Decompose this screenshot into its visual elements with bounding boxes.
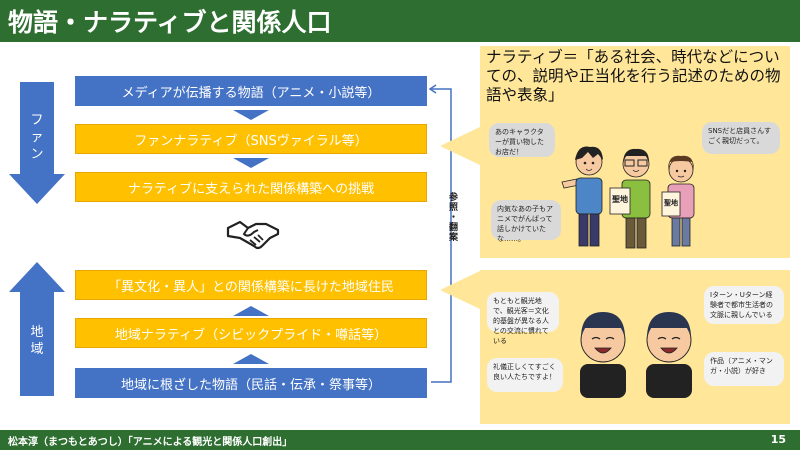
holy-land-sign-text: 聖地: [664, 198, 678, 207]
fan-arrow-head: [9, 174, 65, 204]
chevron-up-icon: [233, 354, 269, 364]
region-arrow-head: [9, 262, 65, 292]
speech-bubble: あのキャラクターが買い物したお店だ！: [489, 123, 555, 157]
flow-box-challenge: ナラティブに支えられた関係構築への挑戦: [75, 172, 427, 202]
flow-box-region-narrative: 地域ナラティブ（シビックプライド・噂話等）: [75, 318, 427, 348]
flow-box-media-story: メディアが伝播する物語（アニメ・小説等）: [75, 76, 427, 106]
callout-pointer: [440, 126, 482, 166]
fan-arrow-shaft: [20, 82, 54, 174]
flow-box-fan-narrative: ファンナラティブ（SNSヴァイラル等）: [75, 124, 427, 154]
footer-credit: 松本淳（まつもとあつし）「アニメによる観光と関係人口創出」: [8, 437, 293, 448]
local-residents-illustration: [580, 312, 692, 398]
title-bar: [0, 0, 800, 42]
callout-pointer: [440, 270, 482, 310]
chevron-down-icon: [233, 158, 269, 168]
speech-bubble: 作品（アニメ・マンガ・小説）が好き: [704, 352, 784, 386]
footer-bar: [0, 430, 800, 450]
anime-tourists-illustration: 聖地 聖地: [561, 146, 695, 249]
region-label: 地域: [30, 325, 44, 357]
speech-bubble: 内気なあの子もアニメでがんばって話しかけていたな……。: [491, 200, 561, 243]
speech-bubble: SNSだと店員さんすごく親切だって。: [702, 122, 780, 154]
chevron-up-icon: [233, 306, 269, 316]
speech-bubble: 礼儀正しくてすごく良い人たちですよ！: [487, 358, 563, 392]
page-title: 物語・ナラティブと関係人口: [8, 8, 332, 37]
flow-box-residents: 「異文化・異人」との関係構築に長けた地域住民: [75, 270, 427, 300]
speech-bubble: もともと観光地で、観光客＝文化的基盤が異なる人との交流に慣れている: [487, 292, 559, 345]
reference-bracket: [428, 84, 452, 383]
handshake-icon: [226, 220, 280, 250]
speech-bubble: Iターン・Uターン経験者で都市生活者の文脈に親しんでいる: [704, 286, 784, 324]
holy-land-sign-text: 聖地: [612, 194, 628, 204]
chevron-down-icon: [233, 110, 269, 120]
definition-text: ナラティブ＝「ある社会、時代などについての、説明や正当化を行う記述のための物語や…: [486, 48, 781, 104]
fan-label: ファン: [30, 113, 44, 162]
region-arrow-shaft: [20, 292, 54, 396]
reference-label: 参照・翻案: [447, 192, 457, 242]
page-number: 15: [770, 433, 786, 446]
flow-box-local-story: 地域に根ざした物語（民話・伝承・祭事等）: [75, 368, 427, 398]
